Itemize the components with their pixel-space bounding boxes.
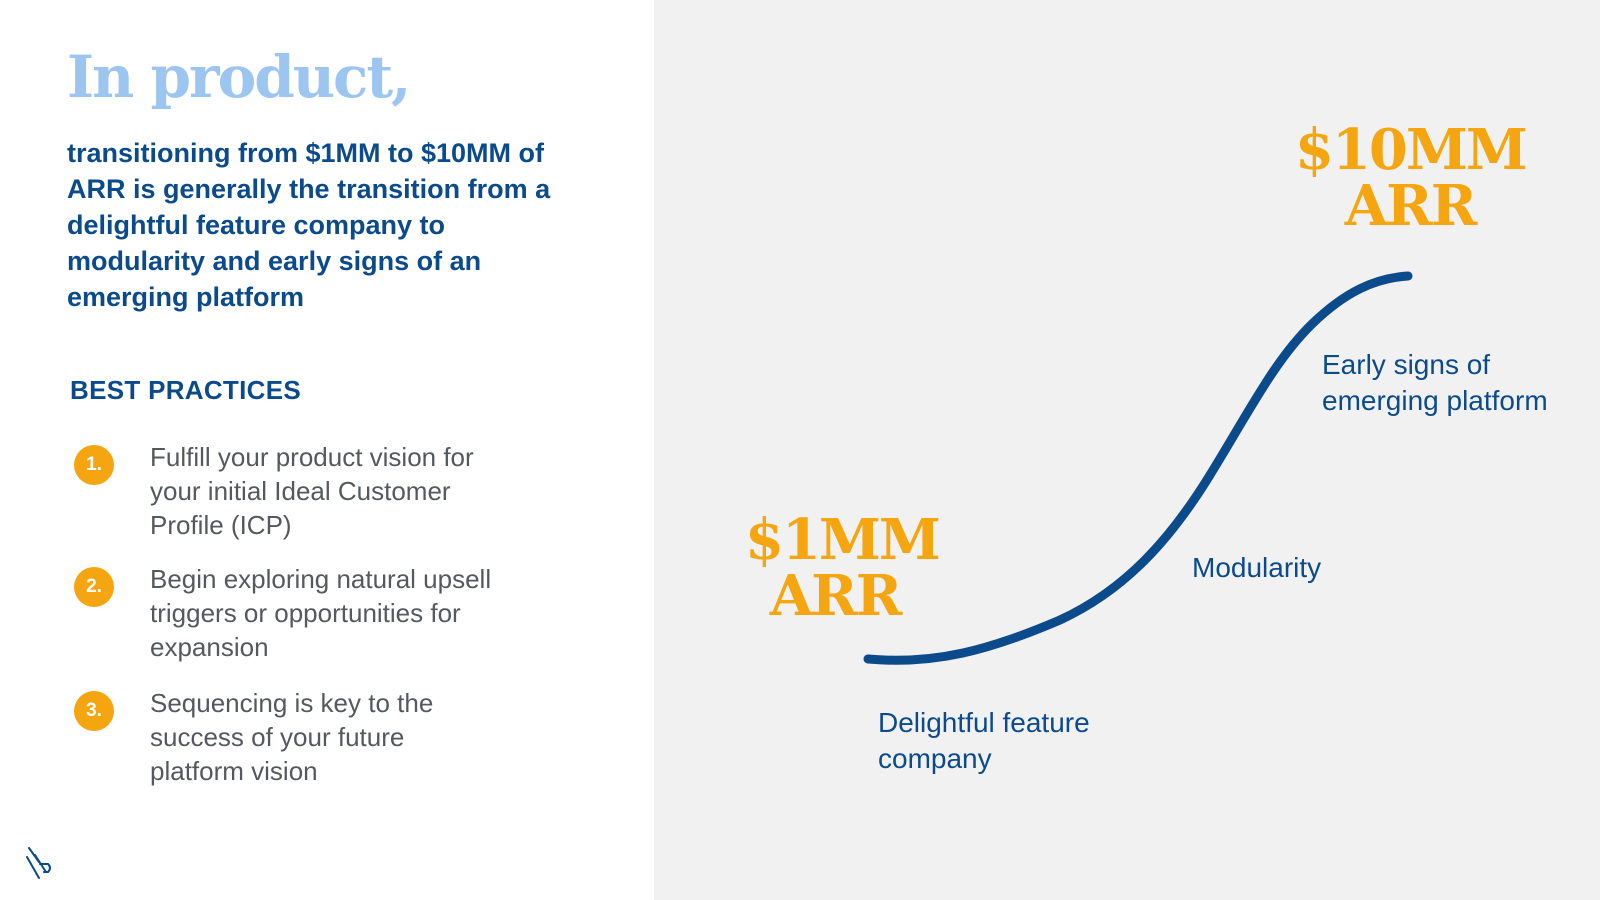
growth-curve-line: [863, 271, 1413, 665]
start-arr-unit: ARR: [769, 563, 903, 629]
stage-label-modularity: Modularity: [1192, 552, 1322, 583]
growth-curve-diagram: [863, 271, 1413, 665]
best-practice-text: Fulfill your product vision for your ini…: [150, 442, 474, 540]
best-practices-heading: BEST PRACTICES: [70, 375, 302, 405]
number-badge: 1.: [74, 445, 114, 485]
right-panel: [654, 0, 1600, 900]
end-arr-label: $10MM ARR: [1295, 117, 1528, 239]
left-panel: [0, 0, 654, 900]
end-arr-unit: ARR: [1344, 173, 1478, 239]
stage-label-delightful-feature: Delightful feature company: [878, 707, 1090, 774]
end-arr-amount: $10MM: [1295, 117, 1528, 183]
best-practice-item-3: 3. Sequencing is key to the success of y…: [74, 686, 534, 788]
best-practice-item-1: 1. Fulfill your product vision for your …: [74, 440, 534, 542]
stage-label-emerging-platform: Early signs of emerging platform: [1322, 349, 1548, 416]
best-practice-item-2: 2. Begin exploring natural upsell trigge…: [74, 562, 534, 664]
brand-slash-logo-icon: [26, 847, 51, 879]
headline: In product,: [67, 43, 411, 111]
best-practice-text: Begin exploring natural upsell triggers …: [150, 564, 492, 662]
start-arr-amount: $1MM: [745, 507, 941, 573]
start-arr-label: $1MM ARR: [745, 507, 941, 629]
best-practice-text: Sequencing is key to the success of your…: [150, 688, 434, 786]
number-badge: 3.: [74, 691, 114, 731]
number-badge: 2.: [74, 567, 114, 607]
subheadline: transitioning from $1MM to $10MM of ARR …: [67, 138, 551, 312]
